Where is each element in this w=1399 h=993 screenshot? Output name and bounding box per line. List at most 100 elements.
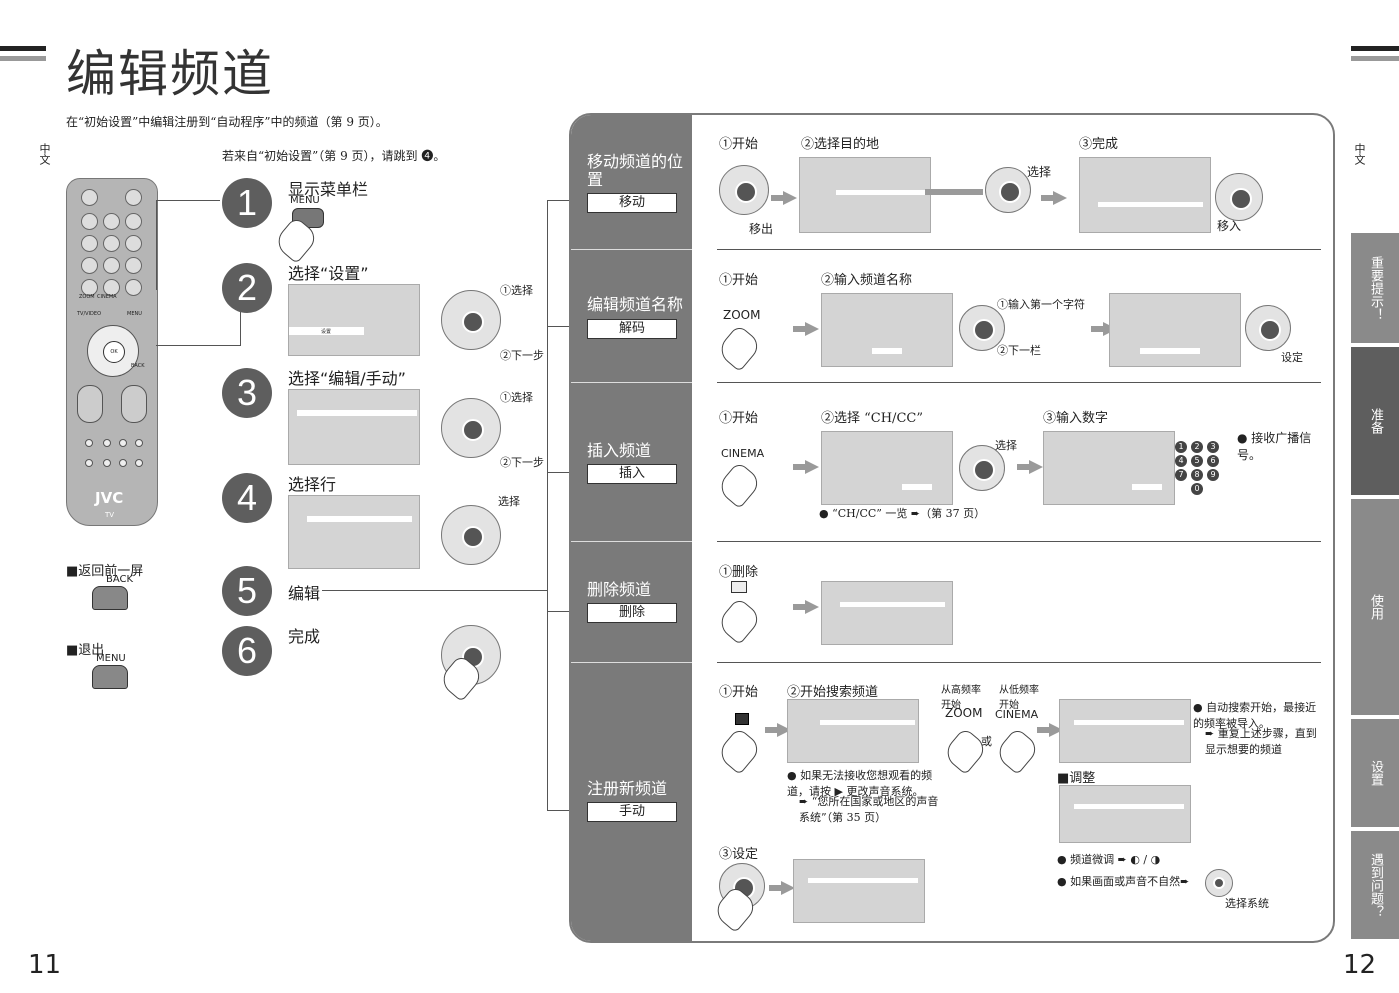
ok-dial[interactable] bbox=[719, 165, 769, 215]
menu-item-setup: 设置 bbox=[321, 329, 332, 335]
channel-rocker[interactable] bbox=[121, 385, 147, 423]
key-5[interactable]: 5 bbox=[1191, 455, 1203, 467]
ok-dial[interactable] bbox=[1245, 305, 1291, 351]
color-button[interactable] bbox=[85, 439, 93, 447]
intro-text: 在“初始设置”中编辑注册到“自动程序”中的频道（第 9 页）。 bbox=[66, 115, 388, 129]
tab-important[interactable]: 重要提示！ bbox=[1351, 233, 1399, 343]
register-repeat-text: 重复上述步骤，直到显示想要的频道 bbox=[1205, 727, 1317, 756]
step-1-key: MENU bbox=[290, 195, 320, 206]
register-high: 从高频率开始 bbox=[941, 685, 981, 711]
arrow-icon bbox=[1017, 464, 1031, 470]
move-done: ③完成 bbox=[1079, 137, 1119, 152]
register-sound-text: 如果无法接收您想观看的频道，请按 ▶ 更改声音系统。 bbox=[787, 769, 933, 798]
num-button[interactable] bbox=[103, 257, 120, 274]
move-dest: ②选择目的地 bbox=[801, 137, 880, 152]
section-button-move[interactable]: 移动 bbox=[587, 193, 677, 213]
key-4[interactable]: 4 bbox=[1175, 455, 1187, 467]
color-button[interactable] bbox=[103, 459, 111, 467]
register-key-icon bbox=[735, 713, 749, 725]
section-button-register[interactable]: 手动 bbox=[587, 802, 677, 822]
rename-next: ②下一栏 bbox=[997, 344, 1041, 357]
key-2[interactable]: 2 bbox=[1191, 441, 1203, 453]
power-button[interactable] bbox=[81, 189, 98, 206]
key-3[interactable]: 3 bbox=[1207, 441, 1219, 453]
section-title-register: 注册新频道 bbox=[587, 779, 668, 798]
key-6[interactable]: 6 bbox=[1207, 455, 1219, 467]
edit-screen bbox=[288, 495, 420, 569]
key-9[interactable]: 9 bbox=[1207, 469, 1219, 481]
num-button[interactable] bbox=[81, 235, 98, 252]
num-button[interactable] bbox=[81, 213, 98, 230]
ok-dial[interactable] bbox=[441, 505, 501, 565]
color-button[interactable] bbox=[119, 439, 127, 447]
key-7[interactable]: 7 bbox=[1175, 469, 1187, 481]
channel-list-screen bbox=[1079, 157, 1211, 233]
color-button[interactable] bbox=[103, 439, 111, 447]
system-button[interactable] bbox=[1205, 869, 1233, 897]
num-button[interactable] bbox=[103, 213, 120, 230]
remote-button[interactable] bbox=[125, 189, 142, 206]
arrow-icon bbox=[771, 195, 785, 201]
remote-dpad[interactable]: OK bbox=[87, 325, 139, 377]
num-button[interactable] bbox=[103, 279, 120, 296]
connector-line bbox=[240, 310, 241, 345]
tab-settings[interactable]: 设置 bbox=[1351, 719, 1399, 827]
arrow-icon bbox=[1029, 460, 1043, 474]
section-title-rename: 编辑频道名称 bbox=[587, 295, 684, 314]
num-button[interactable] bbox=[81, 279, 98, 296]
move-exit: 移出 bbox=[749, 222, 774, 236]
select-hint: ①选择 bbox=[500, 391, 533, 404]
step-6-label: 完成 bbox=[288, 627, 321, 646]
header-bar-right-gray bbox=[1351, 56, 1399, 61]
num-button[interactable] bbox=[81, 257, 98, 274]
channel-list-screen bbox=[821, 293, 953, 367]
ok-dial[interactable] bbox=[1215, 173, 1263, 221]
exit-note-label: ■退出 bbox=[66, 643, 105, 658]
section-button-rename[interactable]: 解码 bbox=[587, 319, 677, 339]
step-6-number: 6 bbox=[222, 626, 272, 676]
manual-screen bbox=[793, 859, 925, 923]
num-button[interactable] bbox=[125, 213, 142, 230]
remote-control: ZOOM CINEMA TV/VIDEO MENU OK BACK JVC TV bbox=[66, 178, 158, 526]
page-number-right: 12 bbox=[1343, 950, 1377, 980]
ok-dial[interactable] bbox=[959, 445, 1005, 491]
arrow-icon bbox=[805, 460, 819, 474]
volume-rocker[interactable] bbox=[77, 385, 103, 423]
arrow-icon bbox=[793, 326, 807, 332]
tab-prepare[interactable]: 准备 bbox=[1351, 347, 1399, 495]
connector-line bbox=[156, 200, 157, 290]
key-0[interactable]: 0 bbox=[1191, 483, 1203, 495]
section-button-delete[interactable]: 删除 bbox=[587, 603, 677, 623]
key-8[interactable]: 8 bbox=[1191, 469, 1203, 481]
step-3-number: 3 bbox=[222, 368, 272, 418]
ok-dial[interactable] bbox=[441, 290, 501, 350]
register-sound-note: ● 如果无法接收您想观看的频道，请按 ▶ 更改声音系统。 bbox=[787, 769, 933, 798]
ok-dial[interactable] bbox=[441, 398, 501, 458]
num-button[interactable] bbox=[125, 235, 142, 252]
ok-dial[interactable] bbox=[985, 167, 1031, 213]
next-hint: ②下一步 bbox=[500, 349, 544, 362]
arrow-icon bbox=[805, 600, 819, 614]
tab-use[interactable]: 使用 bbox=[1351, 499, 1399, 715]
arrow-icon bbox=[1037, 727, 1051, 733]
key-1[interactable]: 1 bbox=[1175, 441, 1187, 453]
color-button[interactable] bbox=[135, 439, 143, 447]
section-button-insert[interactable]: 插入 bbox=[587, 464, 677, 484]
num-button[interactable] bbox=[103, 235, 120, 252]
delete-key-icon bbox=[731, 581, 747, 593]
num-button[interactable] bbox=[125, 279, 142, 296]
step-1-number: 1 bbox=[222, 178, 272, 228]
ok-dial[interactable] bbox=[959, 305, 1005, 351]
num-button[interactable] bbox=[125, 257, 142, 274]
register-set: ③设定 bbox=[719, 847, 759, 862]
edit-panel: 移动频道的位置 移动 编辑频道名称 解码 插入频道 插入 删除频道 删除 注册新… bbox=[569, 113, 1335, 943]
color-button[interactable] bbox=[119, 459, 127, 467]
tab-troubleshoot[interactable]: 遇到问题？ bbox=[1351, 831, 1399, 939]
color-button[interactable] bbox=[135, 459, 143, 467]
remote-ok-button[interactable]: OK bbox=[103, 341, 125, 363]
connector-line bbox=[322, 590, 547, 591]
divider bbox=[571, 541, 692, 542]
fine-tune-text: 频道微调 bbox=[1070, 853, 1115, 866]
color-button[interactable] bbox=[85, 459, 93, 467]
step-1-label: 显示菜单栏 bbox=[288, 180, 369, 199]
